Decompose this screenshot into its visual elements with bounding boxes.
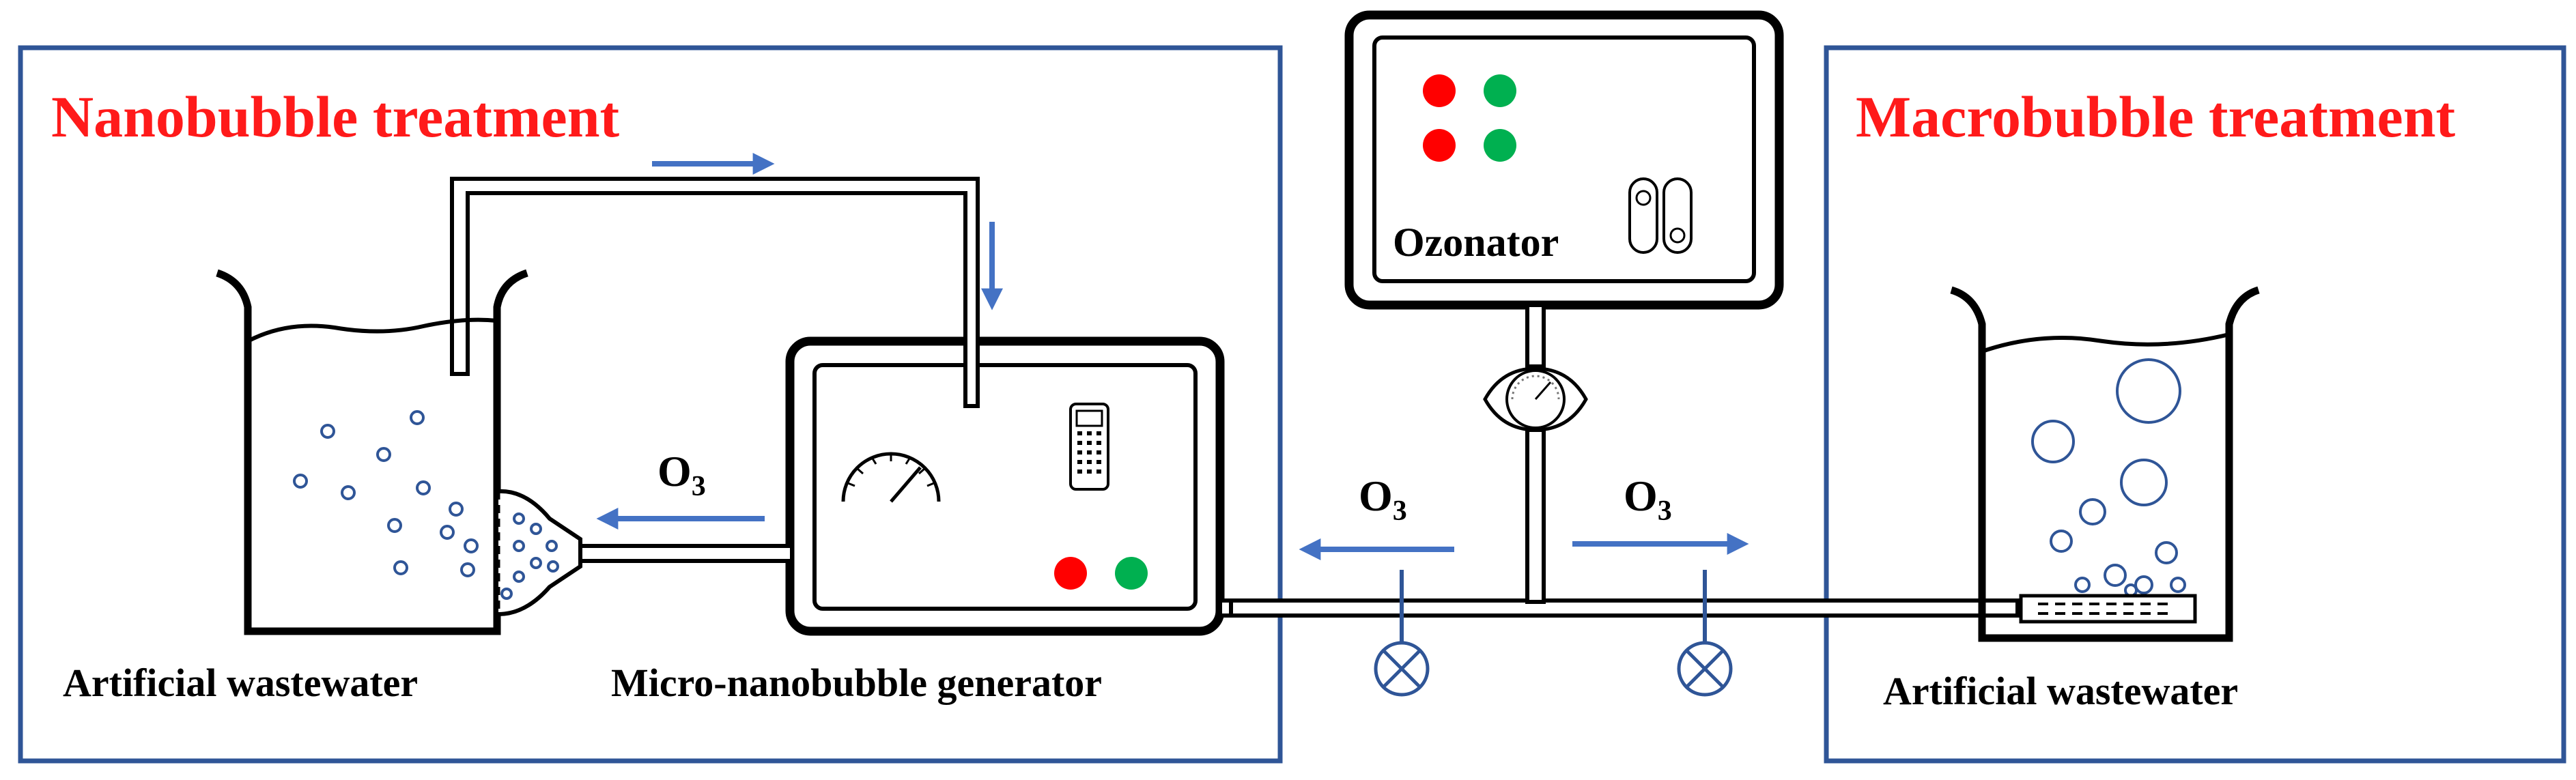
dial-gauge-icon <box>841 452 941 503</box>
beaker-left <box>216 269 528 635</box>
ozonator: Ozonator <box>1344 10 1784 604</box>
valve-icon <box>1677 570 1733 697</box>
diffuser-icon <box>496 489 582 616</box>
micro-nanobubble-generator <box>785 336 1233 636</box>
ozonator-label: Ozonator <box>1393 220 1559 265</box>
wastewater-left-label: Artificial wastewater <box>63 661 418 705</box>
ozonator-green-led-2 <box>1484 129 1516 162</box>
generator-red-led <box>1054 557 1087 590</box>
o3-label-right: O3 <box>1624 472 1672 527</box>
o3-label-generator: O3 <box>657 447 706 502</box>
ozonator-red-led-2 <box>1423 129 1456 162</box>
svg-text:O3: O3 <box>1624 472 1672 527</box>
ozonator-red-led-1 <box>1423 74 1456 107</box>
diffuser-icon <box>2019 594 2197 624</box>
flowmeter-icon <box>1483 366 1588 432</box>
svg-text:O3: O3 <box>657 447 706 502</box>
keypad-icon <box>1069 403 1109 491</box>
wastewater-right-label: Artificial wastewater <box>1883 669 2238 713</box>
ozonator-green-led-1 <box>1484 74 1516 107</box>
nanobubble-frame <box>18 45 1283 764</box>
outlet-pipe <box>578 544 794 563</box>
generator-label: Micro-nanobubble generator <box>611 661 1102 705</box>
return-pipe <box>450 177 980 408</box>
macrobubble-title: Macrobubble treatment <box>1856 84 2456 149</box>
bubbles-left <box>293 410 479 577</box>
bubbles-right <box>2031 358 2186 597</box>
valve-icon <box>1374 570 1430 697</box>
switch-icon <box>1628 177 1693 254</box>
nanobubble-title: Nanobubble treatment <box>51 84 620 149</box>
beaker-right <box>1950 286 2260 642</box>
svg-text:O3: O3 <box>1359 472 1407 527</box>
generator-green-led <box>1115 557 1148 590</box>
o3-label-left: O3 <box>1359 472 1407 527</box>
macrobubble-frame <box>1824 45 2566 764</box>
